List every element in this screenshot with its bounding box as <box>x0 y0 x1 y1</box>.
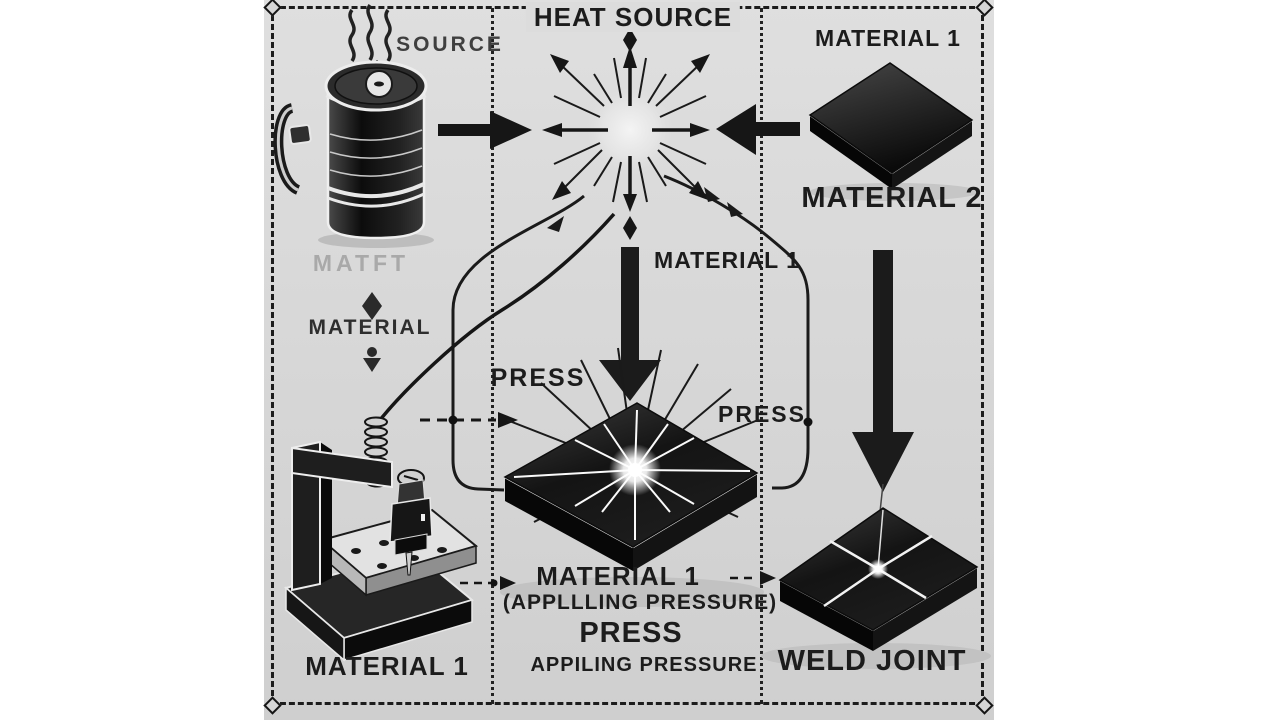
arrow-heat-to-press-plate <box>599 247 661 401</box>
pressing-plate-icon <box>500 347 764 607</box>
dashed-arrow-press-to-plate <box>420 412 518 428</box>
dashed-arrow-to-weld <box>730 571 776 585</box>
arrow-material2-to-weld <box>852 250 914 492</box>
arrow-source-to-heat <box>438 111 532 149</box>
section-divider-left <box>491 8 494 704</box>
dashed-arrow-to-caption <box>460 576 516 590</box>
arrow-material1-to-heat <box>716 104 800 155</box>
material-plate-icon <box>808 62 979 201</box>
material-left-label: MATERIAL <box>308 316 432 339</box>
heat-to-press-plate-line <box>451 194 585 492</box>
applying-pressure-sub-label: APPILING PRESSURE <box>530 654 758 676</box>
heat-to-weld-line <box>663 174 813 490</box>
heat-starburst-icon <box>542 28 710 240</box>
weld-joint-label: WELD JOINT <box>777 645 967 677</box>
material-1-center-label: MATERIAL 1 <box>654 247 800 273</box>
press-cable-line <box>378 212 616 422</box>
heat-source-title: HEAT SOURCE <box>525 2 741 32</box>
press-machine-icon <box>283 416 479 662</box>
material-flow-glyphs <box>362 292 382 372</box>
source-label: SOURCE <box>396 33 504 56</box>
applying-pressure-paren-label: (APPLLLING PRESSURE) <box>502 591 778 614</box>
ghost-material-label: MATFT <box>312 250 410 276</box>
diagram-canvas: HEAT SOURCE SOURCE MATERIAL 1 MATERIAL 2… <box>263 0 994 720</box>
material-1-bottom-left-label: MATERIAL 1 <box>305 651 469 681</box>
heat-source-canister-icon <box>273 3 434 248</box>
material-1-caption: MATERIAL 1 <box>536 561 700 591</box>
press-right-label: PRESS <box>718 401 806 427</box>
diagram-art <box>273 3 991 669</box>
press-left-label: PRESS <box>490 364 586 392</box>
section-divider-right <box>760 8 763 704</box>
material-1-top-label: MATERIAL 1 <box>815 25 961 51</box>
press-caption: PRESS <box>579 617 683 649</box>
material-2-label: MATERIAL 2 <box>801 182 983 214</box>
weld-joint-plate-icon <box>761 483 991 669</box>
